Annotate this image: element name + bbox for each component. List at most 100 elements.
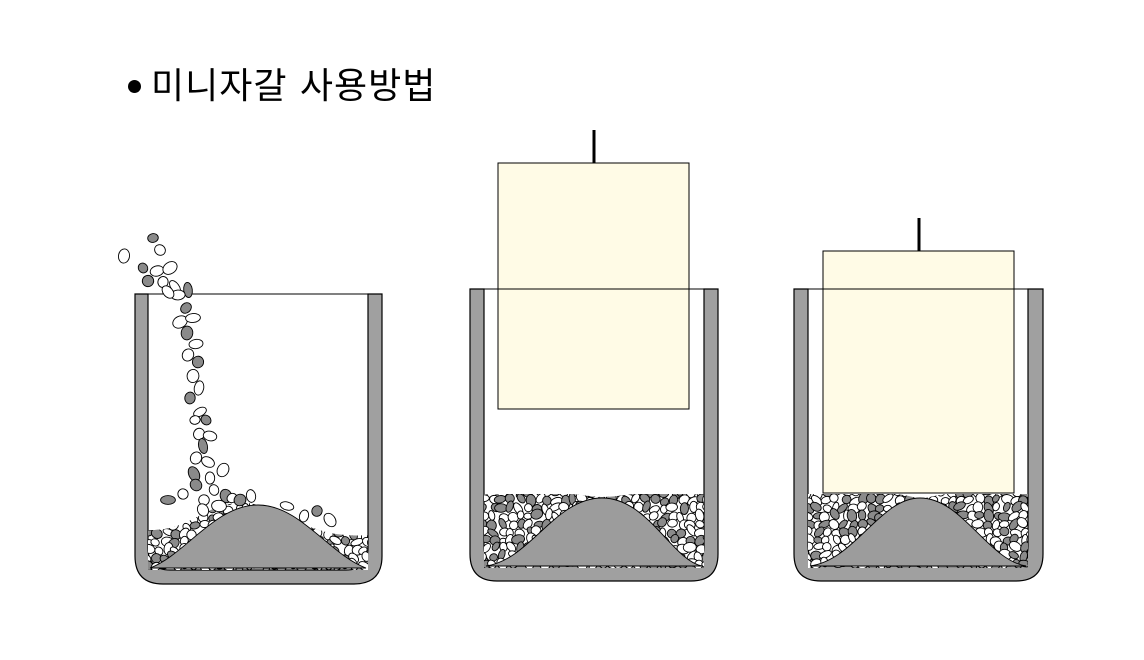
gravel-pebble (596, 494, 610, 497)
gravel-pebble (161, 285, 175, 299)
gravel-pebble (1002, 501, 1011, 512)
gravel-pebble (1020, 502, 1028, 513)
gravel-pebble (154, 244, 166, 256)
gravel-pebble (118, 248, 130, 264)
gravel-pebble (183, 281, 193, 299)
gravel-pebble (829, 508, 840, 520)
gravel-pebble (841, 494, 852, 505)
gravel-pebble (808, 551, 812, 562)
gravel-pebble (189, 451, 203, 465)
gravel-pebble (188, 338, 204, 350)
gravel-pebble (356, 510, 368, 522)
gravel-pebble (828, 519, 840, 530)
gravel-pebble (179, 502, 190, 515)
gravel-pebble (362, 536, 368, 547)
gravel-pebble (657, 517, 668, 528)
gravel-pebble (191, 355, 205, 369)
gravel-pebble (357, 519, 368, 531)
gravel-pebble (193, 406, 207, 418)
gravel-pebble (337, 515, 351, 524)
gravel-pebble (157, 276, 169, 288)
gravel-pebble (866, 494, 877, 504)
gravel-pebble (186, 368, 200, 384)
gravel-pebble (329, 535, 342, 545)
gravel-pebble (201, 456, 215, 468)
gravel-pebble (216, 462, 230, 478)
gravel-pebble (158, 514, 170, 522)
gravel-pebble (507, 512, 519, 523)
gravel-pebble (491, 541, 500, 552)
gravel-pebble (992, 502, 1000, 512)
gravel-pebble (702, 502, 704, 513)
gravel-pebble (323, 512, 337, 528)
gravel-pebble (150, 505, 161, 518)
gravel-pebble (808, 494, 812, 500)
gravel-pebble (150, 538, 160, 547)
container-2-mound (485, 497, 703, 567)
gravel-pebble (642, 500, 651, 513)
container-2 (469, 130, 719, 582)
gravel-pebble (974, 511, 985, 519)
gravel-pebble (342, 505, 352, 514)
gravel-pebble (542, 495, 552, 506)
gravel-pebble (665, 502, 678, 512)
gravel-pebble (808, 533, 815, 545)
gravel-pebble (279, 501, 295, 511)
gravel-pebble (348, 514, 361, 524)
gravel-pebble (358, 561, 368, 570)
gravel-pebble (822, 542, 832, 552)
gravel-pebble (137, 262, 149, 274)
gravel-pebble (840, 494, 853, 497)
gravel-pebble (311, 505, 323, 517)
gravel-pebble (160, 495, 176, 505)
gravel-pebble (150, 528, 163, 539)
falling-gravel (118, 233, 337, 528)
gravel-pebble (176, 509, 189, 523)
gravel-pebble (530, 508, 544, 520)
gravel-pebble (695, 520, 704, 529)
gravel-pebble (202, 430, 218, 442)
gravel-pebble (953, 501, 966, 511)
gravel-pebble (516, 510, 525, 520)
gravel-pebble (196, 503, 210, 517)
gravel-pebble (177, 488, 189, 500)
gravel-pebble (682, 541, 697, 553)
gravel-pebble (808, 511, 814, 522)
gravel-pebble (311, 502, 324, 506)
gravel-pebble (150, 502, 161, 509)
gravel-pebble (484, 542, 491, 554)
gravel-pebble (667, 518, 678, 528)
gravel-pebble (604, 494, 613, 497)
gravel-pebble (850, 494, 860, 497)
gravel-pebble (171, 506, 183, 518)
gravel-pebble (180, 302, 192, 314)
gravel-pebble (857, 509, 867, 521)
gravel-pebble (679, 502, 689, 515)
container-1-mound (149, 504, 367, 569)
gravel-pebble (999, 526, 1010, 537)
gravel-pebble (810, 501, 822, 512)
gravel-pebble (149, 265, 165, 277)
gravel-pebble (298, 509, 310, 523)
gravel-pebble (193, 380, 205, 396)
gravel-pebble (979, 494, 994, 496)
gravel-pebble (872, 494, 885, 496)
gravel-pebble (351, 506, 363, 517)
gravel-pebble (702, 534, 704, 543)
gravel-pebble (161, 505, 172, 518)
container-3 (793, 218, 1044, 582)
gravel-pebble (701, 561, 704, 568)
gravel-pebble (151, 553, 162, 564)
gravel-pebble (489, 553, 498, 562)
gravel-pebble (189, 415, 201, 425)
gravel-pebble (808, 541, 814, 551)
pressing-block-2 (497, 162, 690, 410)
gravel-pebble (829, 494, 839, 503)
pressing-block-3 (822, 250, 1015, 494)
gravel-pebble (631, 494, 641, 504)
gravel-pebble (141, 274, 155, 288)
gravel-pebble (484, 551, 487, 562)
gravel-pebble (343, 502, 351, 506)
gravel-pebble (1026, 532, 1028, 544)
gravel-pebble (197, 438, 209, 454)
